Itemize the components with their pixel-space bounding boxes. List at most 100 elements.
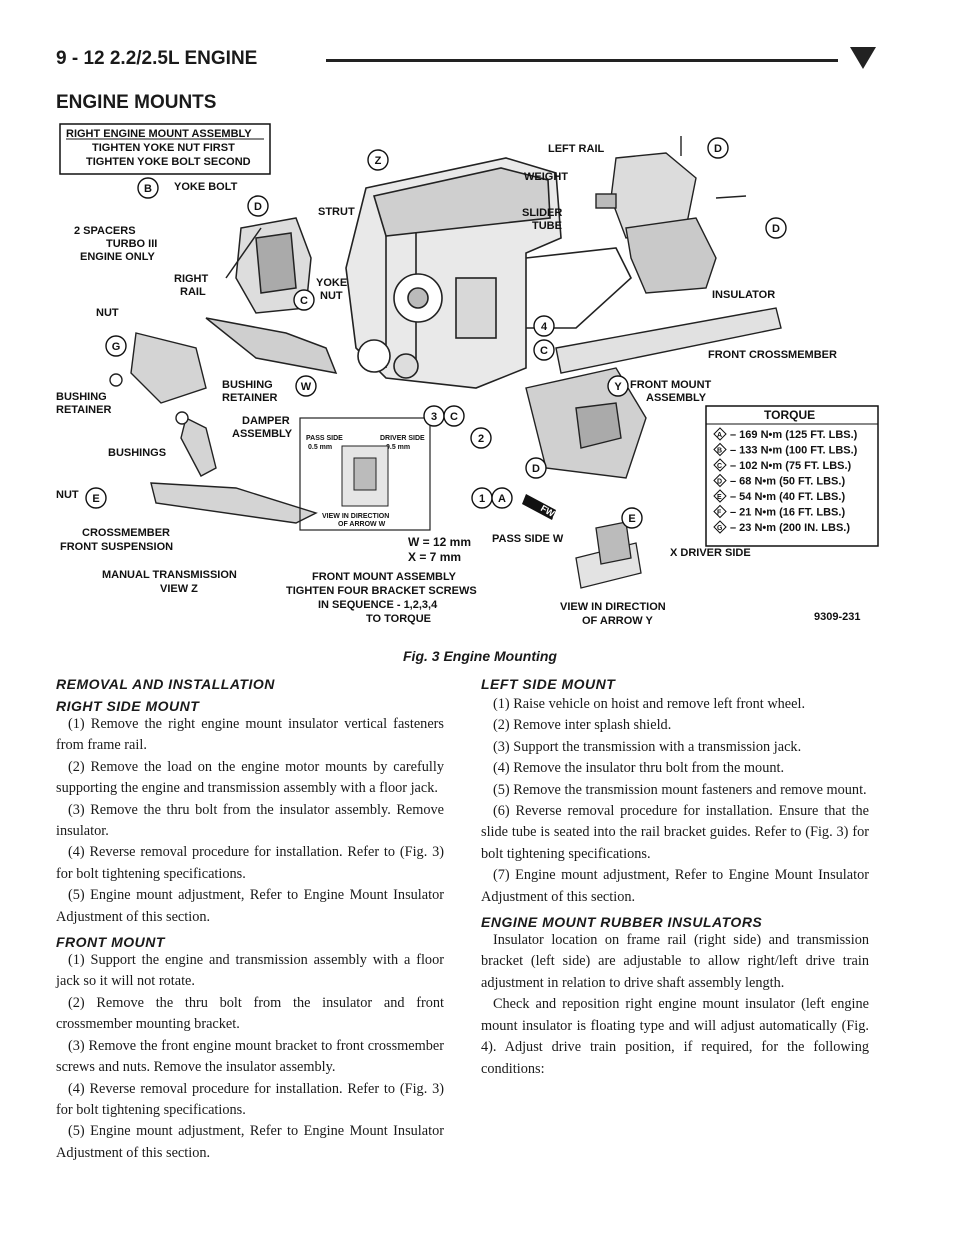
torque-key-icon [713, 442, 727, 457]
callout-label: E [92, 493, 99, 505]
label-fma-3: IN SEQUENCE - 1,2,3,4 [318, 599, 438, 611]
label-nut-bottom: NUT [56, 489, 79, 501]
callout-label: C [540, 345, 548, 357]
callout-circle-icon [137, 177, 159, 199]
engine-mounting-figure: RIGHT ENGINE MOUNT ASSEMBLY TIGHTEN YOKE… [56, 118, 886, 638]
label-spacers-1: 2 SPACERS [74, 225, 136, 237]
torque-row-text: – 102 N•m (75 FT. LBS.) [730, 460, 852, 472]
chapter-triangle-icon [850, 47, 876, 69]
left-side-step-7: (7) Engine mount adjustment, Refer to En… [481, 867, 869, 905]
callout-label: C [300, 295, 308, 307]
callout-label: 3 [431, 411, 437, 423]
label-bushings: BUSHINGS [108, 447, 166, 459]
callout-circle-icon [765, 217, 787, 239]
label-fwd: FWD [539, 503, 562, 522]
label-front-mount-2: ASSEMBLY [646, 392, 707, 404]
figure-caption: Fig. 3 Engine Mounting [403, 648, 557, 664]
callout-circle-icon [85, 487, 107, 509]
label-manual-2: VIEW Z [160, 583, 198, 595]
box-line2: TIGHTEN YOKE BOLT SECOND [86, 156, 251, 168]
label-yoke-nut-2: NUT [320, 290, 343, 302]
callout-label: C [450, 411, 458, 423]
view-w-diagram: PASS SIDE 0.5 mm DRIVER SIDE 0.5 mm VIEW… [299, 417, 431, 531]
label-fma-2: TIGHTEN FOUR BRACKET SCREWS [286, 585, 477, 597]
torque-row-text: – 133 N•m (100 FT. LBS.) [730, 445, 858, 457]
label-crossmember-2: FRONT SUSPENSION [60, 541, 173, 553]
label-bushing-retainer-right-2: RETAINER [222, 392, 277, 404]
callout-label: 4 [541, 321, 548, 333]
label-damper-1: DAMPER [242, 415, 290, 427]
svg-text:0.5 mm: 0.5 mm [386, 444, 410, 451]
label-crossmember-1: CROSSMEMBER [82, 527, 170, 539]
label-bushing-retainer-right-1: BUSHING [222, 379, 273, 391]
callout-circle-icon [707, 137, 729, 159]
callout-circle-icon [443, 405, 465, 427]
callout-circle-icon [533, 339, 555, 361]
callout-label: E [628, 513, 635, 525]
callout-circle-icon [293, 289, 315, 311]
label-view-y-1: VIEW IN DIRECTION [560, 601, 666, 613]
callout-label: D [714, 143, 722, 155]
label-manual-1: MANUAL TRANSMISSION [102, 569, 237, 581]
callout-label: 1 [479, 493, 485, 505]
callout-circle-icon [607, 375, 629, 397]
left-side-step-4: (4) Remove the insulator thru bolt from … [493, 760, 785, 777]
torque-key: A [717, 432, 722, 439]
torque-row-text: – 169 N•m (125 FT. LBS.) [730, 429, 858, 441]
callout-circle-icon [621, 507, 643, 529]
svg-text:VIEW IN DIRECTION: VIEW IN DIRECTION [322, 513, 389, 520]
label-x-driver: X DRIVER SIDE [670, 547, 751, 559]
svg-text:PASS SIDE: PASS SIDE [306, 435, 343, 442]
view-y-diagram [575, 521, 642, 589]
right-side-step-3: (3) Remove the thru bolt from the insula… [56, 801, 444, 840]
front-mount-step-2: (2) Remove the thru bolt from the insula… [56, 994, 444, 1033]
callout-label: D [254, 201, 262, 213]
svg-text:0.5 mm: 0.5 mm [308, 444, 332, 451]
callout-circle-icon [525, 457, 547, 479]
left-mount-drawing [595, 136, 747, 294]
callout-circle-icon [295, 375, 317, 397]
page-header: 9 - 12 2.2/2.5L ENGINE [56, 38, 876, 72]
callout-label: 2 [478, 433, 484, 445]
torque-row-text: – 21 N•m (16 FT. LBS.) [730, 507, 845, 519]
callout-label: W [301, 381, 312, 393]
rubber-paragraph-2: Check and reposition right engine mount … [481, 996, 869, 1077]
label-bushing-retainer-left-2: RETAINER [56, 404, 111, 416]
callout-circle-icon [247, 195, 269, 217]
label-strut: STRUT [318, 206, 355, 218]
left-column: REMOVAL AND INSTALLATION RIGHT SIDE MOUN… [56, 676, 444, 1164]
left-side-step-1: (1) Raise vehicle on hoist and remove le… [493, 696, 806, 712]
page-label: 9 - 12 2.2/2.5L ENGINE [56, 48, 258, 69]
heading-right-side-mount: RIGHT SIDE MOUNT [56, 698, 200, 714]
callout-label: Z [375, 155, 382, 167]
heading-front-mount: FRONT MOUNT [56, 934, 165, 951]
callout-circle-icon [491, 487, 513, 509]
callout-circle-icon [367, 149, 389, 171]
torque-row-text: – 23 N•m (200 IN. LBS.) [730, 522, 850, 534]
torque-key-icon [713, 427, 727, 441]
right-column: LEFT SIDE MOUNT (1) Raise vehicle on hoi… [481, 676, 869, 1080]
label-insulator: INSULATOR [712, 289, 775, 301]
heading-left-side-mount: LEFT SIDE MOUNT [481, 676, 616, 692]
torque-key-icon [713, 473, 727, 488]
label-right-rail-1: RIGHT [174, 273, 209, 285]
label-fma-1: FRONT MOUNT ASSEMBLY [312, 571, 457, 583]
section-title: ENGINE MOUNTS [56, 92, 217, 113]
right-side-steps: (1) Remove the right engine mount insula… [56, 714, 444, 928]
front-mount-step-4: (4) Reverse removal procedure for instal… [56, 1080, 444, 1118]
callout-label: B [144, 183, 152, 195]
callout-label: A [498, 493, 506, 505]
heading-rubber-insulators: ENGINE MOUNT RUBBER INSULATORS [481, 914, 763, 931]
torque-key: C [717, 463, 722, 470]
right-side-step-5: (5) Engine mount adjustment, Refer to En… [56, 887, 444, 925]
front-mount-step-5: (5) Engine mount adjustment, Refer to En… [56, 1123, 444, 1161]
box-line1: TIGHTEN YOKE NUT FIRST [92, 142, 235, 154]
svg-text:DRIVER SIDE: DRIVER SIDE [380, 435, 425, 442]
torque-row-text: – 54 N•m (40 FT. LBS.) [730, 491, 845, 503]
engine-block-drawing [345, 157, 632, 389]
crossmember-drawing [109, 332, 318, 524]
fwd-arrow-icon [522, 494, 556, 520]
torque-key-icon [713, 458, 727, 472]
left-side-step-6: (6) Reverse removal procedure for instal… [481, 803, 869, 862]
label-front-mount-1: FRONT MOUNT [630, 379, 712, 391]
